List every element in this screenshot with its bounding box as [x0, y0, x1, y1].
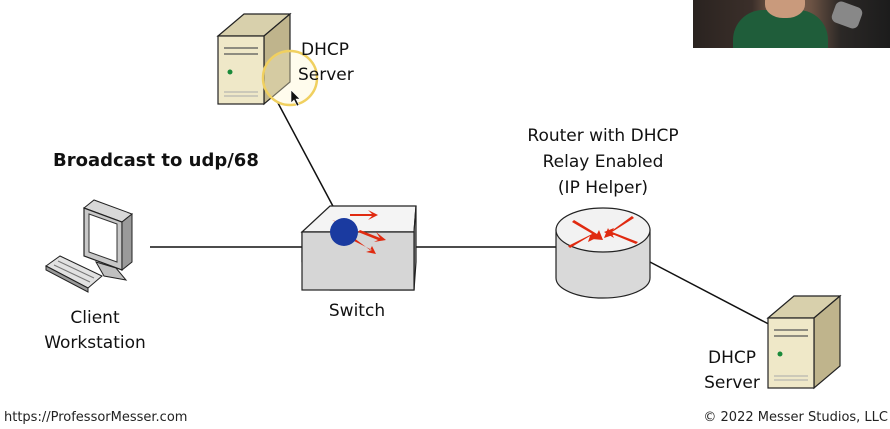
router-line3: (IP Helper): [557, 178, 649, 198]
packet-dot: [330, 218, 358, 246]
server-top-line1: DHCP: [301, 40, 349, 60]
router-icon: [555, 207, 651, 299]
switch-icon: [300, 205, 417, 291]
client-line1: Client: [70, 308, 120, 328]
server-top-label: DHCP Server: [292, 38, 354, 88]
server-bottom-line2: Server: [704, 373, 760, 393]
switch-arrow-1: [350, 210, 378, 220]
switch-arrow-3: [352, 238, 376, 254]
footer-url: https://ProfessorMesser.com: [4, 410, 188, 425]
link-router-server: [649, 261, 781, 331]
router-line1: Router with DHCP: [527, 126, 679, 146]
presenter-webcam: [693, 0, 890, 48]
server-bottom-icon: [766, 294, 842, 390]
client-line2: Workstation: [44, 333, 146, 353]
switch-label: Switch: [328, 301, 386, 321]
workstation-icon: [45, 199, 134, 293]
client-label: Client Workstation: [40, 306, 150, 356]
link-server-switch: [277, 102, 336, 211]
router-line2: Relay Enabled: [542, 152, 664, 172]
switch-arrow-2: [358, 230, 386, 242]
server-top-line2: Server: [298, 65, 354, 85]
footer-copyright: © 2022 Messer Studios, LLC: [703, 410, 888, 425]
broadcast-heading: Broadcast to udp/68: [53, 150, 259, 171]
server-top-icon: [216, 12, 292, 106]
microphone-icon: [830, 0, 864, 31]
server-bottom-label: DHCP Server: [700, 346, 764, 396]
router-label: Router with DHCP Relay Enabled (IP Helpe…: [508, 123, 698, 201]
cursor-pointer-icon: [290, 89, 301, 107]
cursor-highlight: [261, 49, 319, 107]
server-bottom-line1: DHCP: [708, 348, 756, 368]
